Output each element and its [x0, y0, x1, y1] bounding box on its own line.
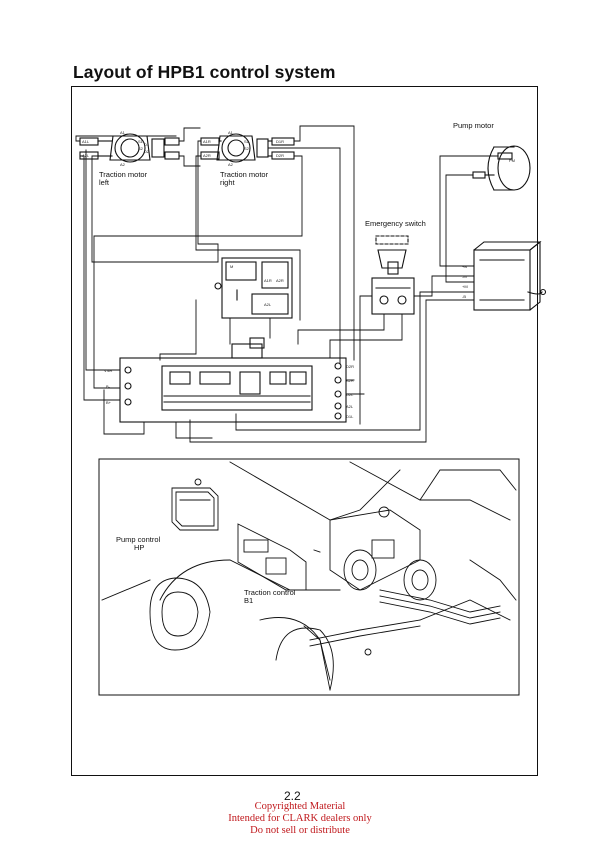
contactor-terminal-a2r: A2R	[276, 278, 284, 283]
left-motor-terminal-s2: S2	[138, 146, 144, 151]
right-motor-terminal-s1: S1	[244, 139, 250, 144]
main-contactor-icon	[214, 257, 293, 319]
right-motor-terminal-s2: S2	[244, 146, 250, 151]
traction-motor-right-icon	[200, 133, 295, 163]
wiring-harness	[75, 125, 475, 443]
traction-control-label-line2: B1	[244, 596, 253, 605]
forklift-installation-drawing	[101, 461, 517, 691]
contactor-terminal-a2l: A2L	[264, 302, 272, 307]
right-motor-terminal-d1r: D1R	[276, 139, 284, 144]
traction-motor-left-icon	[79, 133, 180, 163]
board-terminal-d2r: D2R	[346, 364, 354, 369]
traction-control-label-line1: Traction control	[244, 588, 296, 597]
installation-view-panel	[98, 458, 520, 696]
right-motor-terminal-a2r: A2R	[203, 153, 211, 158]
main-contactor-symbol: M	[230, 264, 233, 269]
figure-frame	[71, 86, 538, 776]
board-terminal-d2l: D2L	[346, 392, 354, 397]
board-terminal-d1l: D1L	[346, 414, 354, 419]
copyright-line-1: Copyrighted Material	[254, 801, 346, 812]
pump-controller-terminal-plus-b: +B	[462, 264, 467, 269]
traction-motor-left-label-line1: Traction motor	[99, 170, 148, 179]
copyright-line-3: Do not sell or distribute	[250, 825, 350, 836]
pump-controller-terminal-minus-m: -M	[462, 274, 467, 279]
pump-control-label-line2: HP	[134, 543, 144, 552]
emergency-switch-label: Emergency switch	[365, 219, 426, 228]
traction-motor-right-label-line1: Traction motor	[220, 170, 269, 179]
board-terminal-a2r: A2R	[346, 378, 354, 383]
right-motor-terminal-a1r: A1R	[203, 139, 211, 144]
traction-motor-right-label-line2: right	[220, 178, 236, 187]
right-motor-terminal-a2: A2	[228, 162, 234, 167]
left-motor-terminal-d2: D2	[144, 149, 150, 154]
traction-motor-left-label-line2: left	[99, 178, 110, 187]
left-motor-terminal-a1l: A1L	[82, 139, 90, 144]
pump-motor-label: Pump motor	[453, 121, 494, 130]
board-terminal-b-minus: B-	[106, 384, 111, 389]
left-motor-terminal-a2l: A2L	[82, 153, 90, 158]
copyright-notice: Copyrighted Material Intended for CLARK …	[0, 801, 600, 837]
contactor-terminal-a1r: A1R	[264, 278, 272, 283]
page-title: Layout of HPB1 control system	[73, 62, 336, 82]
traction-controller-board-icon	[119, 337, 347, 423]
pump-motor-icon	[451, 145, 531, 191]
left-motor-terminal-a1: A1	[120, 130, 126, 135]
left-motor-terminal-d1: D1	[144, 142, 150, 147]
emergency-switch-icon	[371, 235, 415, 315]
pump-controller-terminal-plus-m: +M	[462, 284, 468, 289]
board-terminal-vnr: VNR	[104, 368, 113, 373]
copyright-line-2: Intended for CLARK dealers only	[228, 813, 372, 824]
page-number: 2.2	[284, 789, 301, 803]
left-motor-terminal-s1: S1	[138, 139, 144, 144]
pump-controller-terminal-minus-b: -B	[462, 294, 466, 299]
left-motor-terminal-a2: A2	[120, 162, 126, 167]
right-motor-terminal-a1: A1	[228, 130, 234, 135]
pump-control-label-line1: Pump control	[116, 535, 161, 544]
right-motor-terminal-d2r: D2R	[276, 153, 284, 158]
diagram-labels: Traction motor left Traction motor right…	[82, 121, 515, 605]
pump-motor-symbol: PM	[509, 158, 515, 163]
board-terminal-b-plus: B+	[106, 400, 112, 405]
board-terminal-a2l: A2L	[346, 404, 354, 409]
pump-controller-icon	[473, 240, 547, 311]
